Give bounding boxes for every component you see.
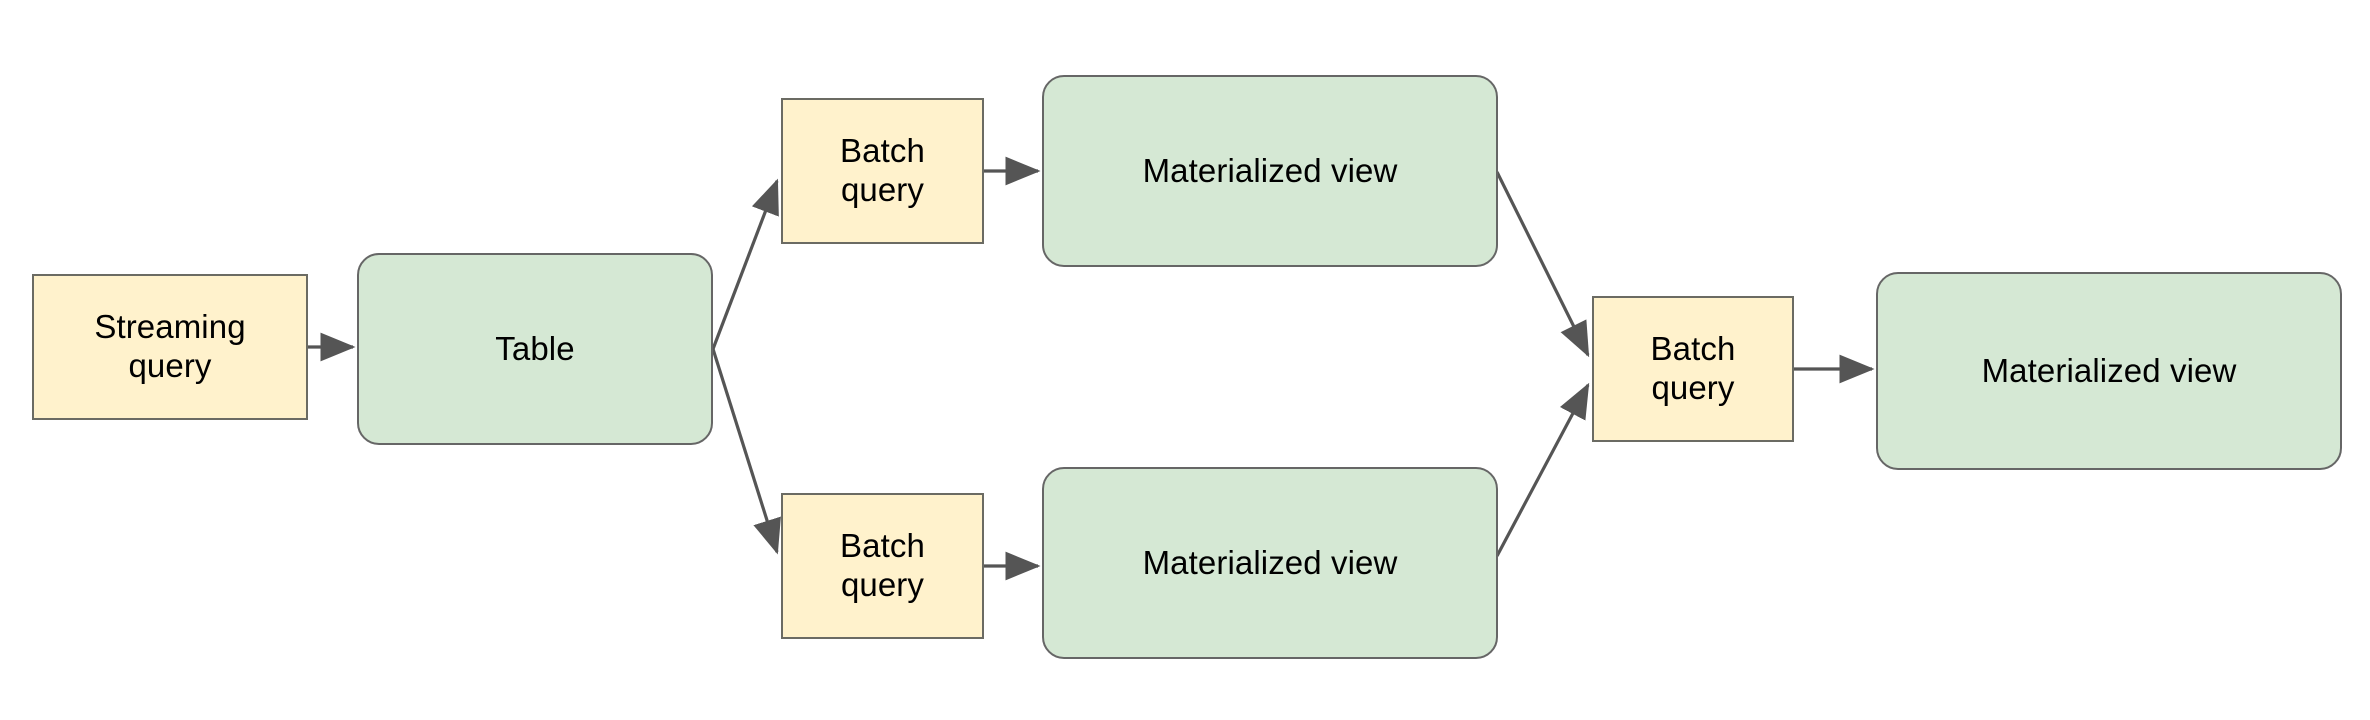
node-label: Batch query [840, 132, 925, 208]
node-table[interactable]: Table [357, 253, 713, 445]
node-batch-query-right[interactable]: Batch query [1592, 296, 1794, 442]
node-streaming-query[interactable]: Streaming query [32, 274, 308, 420]
node-batch-query-top[interactable]: Batch query [781, 98, 984, 244]
edge-table-to-batch-bottom [711, 348, 781, 555]
node-label: Streaming query [94, 308, 246, 384]
node-label: Materialized view [1142, 151, 1398, 189]
edge-table-to-batch-top [711, 178, 779, 350]
edge-mv-bottom-to-batch-right [1495, 382, 1590, 557]
node-label: Batch query [840, 527, 925, 603]
node-materialized-view-top[interactable]: Materialized view [1042, 75, 1498, 267]
node-materialized-view-final[interactable]: Materialized view [1876, 272, 2342, 470]
edge-mv-top-to-batch-right [1495, 171, 1590, 358]
node-materialized-view-bottom[interactable]: Materialized view [1042, 467, 1498, 659]
node-label: Batch query [1650, 330, 1736, 406]
node-batch-query-bottom[interactable]: Batch query [781, 493, 984, 639]
node-label: Table [495, 329, 575, 367]
node-label: Materialized view [1981, 351, 2237, 389]
node-label: Materialized view [1142, 543, 1398, 581]
